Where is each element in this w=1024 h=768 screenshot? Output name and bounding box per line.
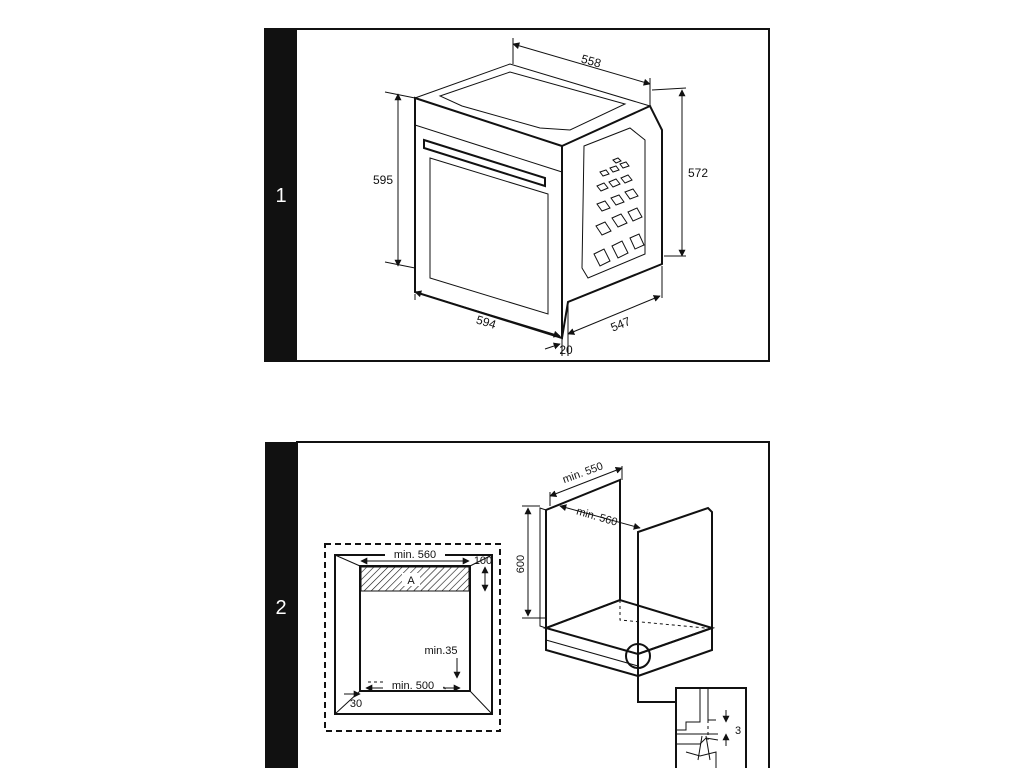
dim-cabinet-min-depth: min. 550 [561,460,605,486]
dim-cabinet-height: 600 [515,555,527,573]
oven-drawing [413,63,663,340]
cabinet-right-panel [637,506,713,656]
dim-min-gap: min.35 [424,645,457,657]
panel-2-frame [296,441,770,768]
niche-front-view: A min. 560 100 min.35 min. 500 30 [324,543,501,732]
cabinet-base-top [542,598,716,656]
panel-1-dimensions: 558 595 572 594 547 20 [373,38,708,357]
dim-min-bottom: min. 500 [392,680,434,692]
panel-1-frame [264,28,770,362]
cabinet-base-front [545,628,639,678]
cabinet-isometric-view: min. 550 min. 560 600 [515,460,747,768]
oven-handle [423,138,546,188]
panel-1-number: 1 [275,185,286,207]
panel-2-number-bar [265,442,297,768]
dim-front-offset: 20 [559,343,573,357]
oven-top-inner [438,71,627,131]
dim-height-front: 595 [373,173,393,187]
panel-1: 1 [264,28,770,362]
dim-detail-gap: 3 [735,725,741,737]
niche-perspective-lines [334,554,493,715]
panel-1-number-bar [265,29,297,361]
dim-height-side: 572 [688,166,708,180]
dim-depth-body: 547 [609,314,633,335]
cabinet-left-panel [545,478,621,630]
detail-leader-line [637,668,676,703]
dim-top-gap: 100 [474,555,492,567]
detail-box: 3 [675,687,747,768]
panel-2: 2 A min. 560 100 min.35 min. 500 [265,441,770,768]
panel-2-number: 2 [275,597,286,619]
ventilation-area-a [360,566,470,592]
oven-side-vent-panel [581,127,646,279]
area-label-a: A [407,575,415,587]
dim-niche-min-width: min. 560 [394,549,436,561]
dim-side-gap: 30 [350,698,362,710]
oven-side [561,104,663,339]
dim-width-front: 594 [475,313,499,332]
oven-vent-holes [593,157,645,267]
dim-cabinet-min-width: min. 560 [575,506,619,529]
niche-outer-dashed [324,543,501,732]
dim-depth-top: 558 [580,52,603,71]
oven-control-strip-line [414,124,563,173]
oven-front [414,96,563,340]
